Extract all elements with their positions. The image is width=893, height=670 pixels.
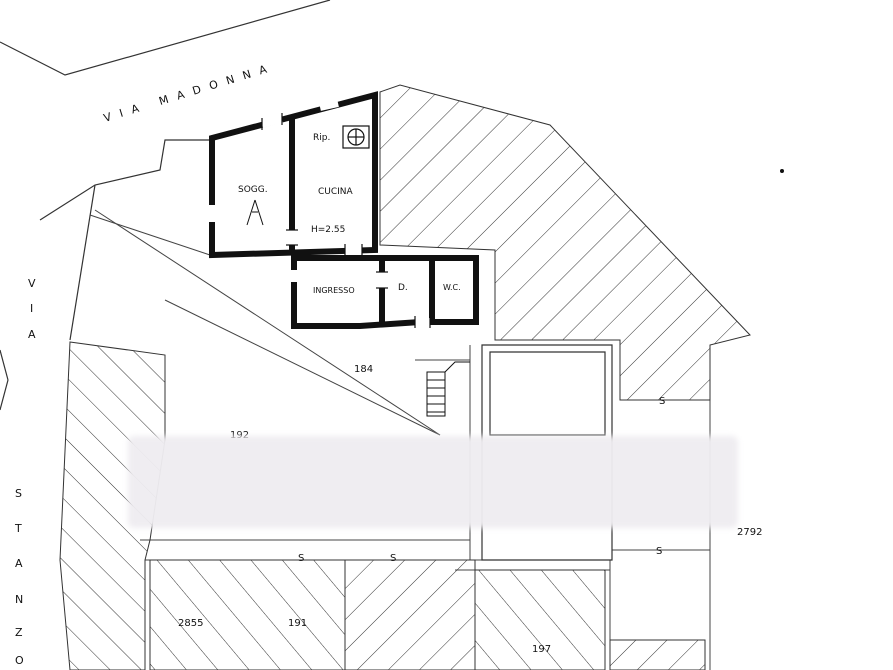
hatched-building-south-3 xyxy=(474,569,606,670)
street-letter: A xyxy=(28,328,38,341)
parcel-number-192: 192 xyxy=(230,430,249,441)
street-letter: A xyxy=(15,557,25,570)
kitchen-stove-icon xyxy=(342,125,370,149)
hatched-building-south-2 xyxy=(344,559,476,670)
hatched-building-west xyxy=(59,341,166,670)
parcel-number-2792: 2792 xyxy=(737,527,762,538)
room-height-label: H=2.55 xyxy=(311,225,345,235)
hatched-buildings xyxy=(59,84,751,670)
room-label-ingresso: INGRESSO xyxy=(313,286,355,295)
street-letter: O xyxy=(15,654,26,667)
street-letter: V xyxy=(28,277,38,290)
street-letter: N xyxy=(15,593,25,606)
hatched-building-southeast xyxy=(609,639,706,670)
dot-marker xyxy=(780,169,784,173)
street-letter: I xyxy=(30,302,35,315)
hatched-building-east xyxy=(379,84,751,401)
street-name-left-upper: V I A xyxy=(28,277,38,341)
staircase-icon xyxy=(426,361,470,417)
door-marks xyxy=(261,113,431,328)
street-name-top: VIA MADONNA xyxy=(102,60,277,125)
lamp-symbol-icon xyxy=(246,199,264,226)
street-letter: T xyxy=(14,522,24,535)
room-label-disimpegno: D. xyxy=(398,283,408,293)
room-label-cucina: CUCINA xyxy=(318,187,354,197)
room-label-ripostiglio: Rip. xyxy=(313,133,330,143)
s-marker: S xyxy=(298,553,304,564)
door-openings xyxy=(208,99,430,326)
s-marker: S xyxy=(390,553,396,564)
street-name-left-lower: S T A N Z O xyxy=(14,487,26,667)
parcel-number-2855: 2855 xyxy=(178,618,203,629)
room-label-wc: W.C. xyxy=(443,283,461,292)
parcel-number-191: 191 xyxy=(288,618,307,629)
street-letter: S xyxy=(15,487,24,500)
room-label-soggiorno: SOGG. xyxy=(238,185,268,195)
street-lines xyxy=(0,0,331,411)
s-marker: S xyxy=(656,546,662,557)
s-marker: S xyxy=(659,396,665,407)
parcel-number-184: 184 xyxy=(354,364,373,375)
street-letter: Z xyxy=(15,626,25,639)
redacted-blur-region xyxy=(128,436,738,528)
parcel-number-197: 197 xyxy=(532,644,551,655)
hatched-building-south-1 xyxy=(149,559,346,670)
